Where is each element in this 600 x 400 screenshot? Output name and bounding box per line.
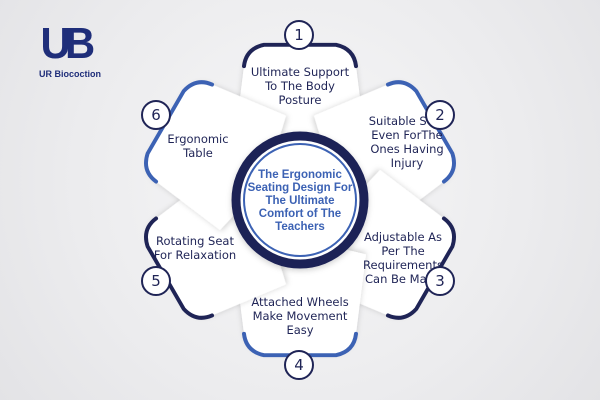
logo-text: UR Biocoction <box>39 69 101 79</box>
petal-3-label: Adjustable As Per The Requirements Can B… <box>363 230 443 286</box>
petal-1-label: Ultimate Support To The Body Posture <box>250 65 350 107</box>
petal-2-number: 2 <box>425 100 455 130</box>
center-inner-ring <box>243 143 357 257</box>
center-ring <box>231 131 369 269</box>
petal-5-number: 5 <box>141 266 171 296</box>
petal-6-label: Ergonomic Table <box>167 132 229 160</box>
brand-logo: UB UR Biocoction <box>20 20 120 84</box>
petal-6-number: 6 <box>141 100 171 130</box>
petal-5-label: Rotating Seat For Relaxation <box>153 234 237 262</box>
petal-3-number: 3 <box>425 266 455 296</box>
petal-4-label: Attached Wheels Make Movement Easy <box>251 295 349 337</box>
logo-mark: UB <box>40 19 96 68</box>
petal-1-number: 1 <box>284 20 314 50</box>
center-text: The Ergonomic Seating Design For The Ult… <box>247 168 353 233</box>
petal-4-number: 4 <box>284 350 314 380</box>
